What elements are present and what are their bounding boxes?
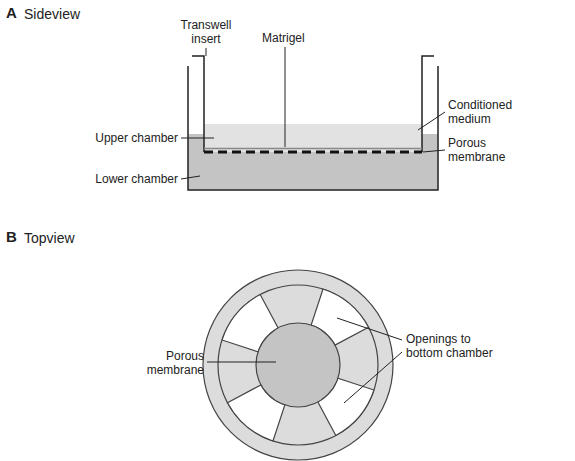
panel-title: Topview [24, 229, 75, 247]
part-label: Conditioned medium [448, 98, 528, 126]
part-label: Matrigel [262, 31, 305, 45]
topview-insert [203, 270, 393, 460]
upper-chamber-medium [204, 124, 422, 152]
insert-wall [422, 56, 434, 152]
well-wall [188, 66, 438, 190]
leader-lines [181, 47, 445, 179]
leader-lines [207, 318, 402, 403]
part-label: Lower chamber [70, 172, 178, 186]
part-label: Porous membrane [134, 349, 204, 377]
panel-title: Sideview [24, 5, 80, 23]
porous-membrane [204, 151, 422, 154]
part-label: Upper chamber [70, 131, 178, 145]
panel-letter: A [6, 4, 17, 22]
panel-letter: B [6, 228, 17, 246]
part-label: Openings to bottom chamber [406, 332, 506, 360]
part-label: Porous membrane [448, 136, 518, 164]
matrigel-layer [204, 148, 422, 150]
part-label: Transwell insert [172, 18, 240, 46]
